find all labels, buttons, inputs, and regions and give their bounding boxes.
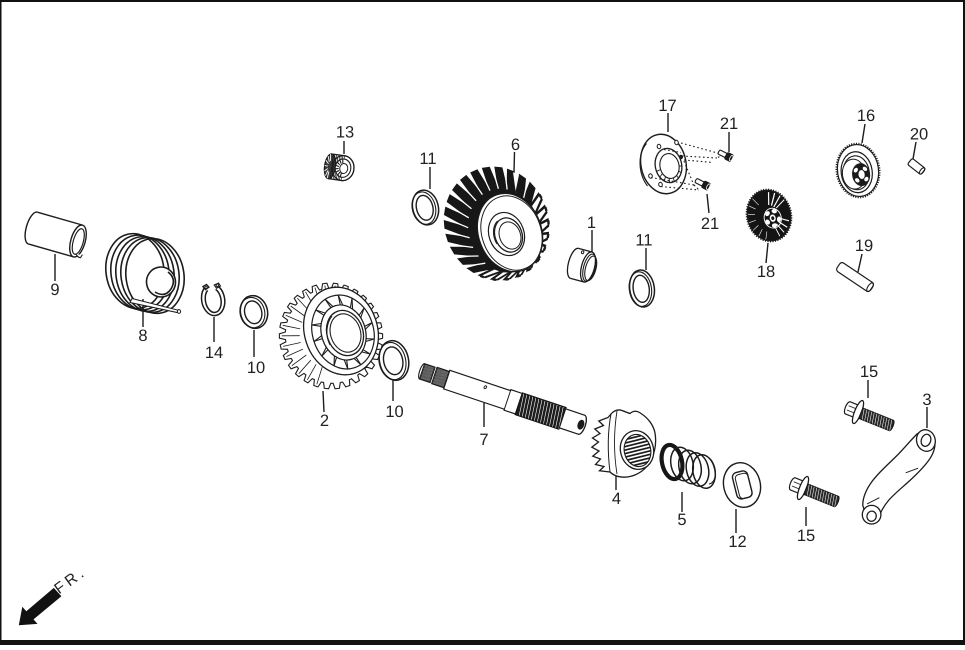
- svg-text:5: 5: [677, 511, 686, 529]
- svg-text:6: 6: [511, 136, 520, 154]
- svg-text:9: 9: [50, 281, 59, 299]
- svg-text:15: 15: [860, 363, 878, 381]
- svg-text:19: 19: [855, 237, 873, 255]
- svg-text:21: 21: [720, 115, 738, 133]
- svg-text:8: 8: [138, 327, 147, 345]
- svg-text:10: 10: [385, 403, 403, 421]
- svg-text:1: 1: [587, 214, 596, 232]
- svg-text:12: 12: [728, 533, 746, 551]
- svg-text:4: 4: [612, 490, 621, 508]
- svg-text:14: 14: [205, 344, 223, 362]
- svg-text:13: 13: [336, 124, 354, 142]
- svg-text:21: 21: [701, 215, 719, 233]
- svg-text:18: 18: [757, 263, 775, 281]
- svg-text:15: 15: [797, 527, 815, 545]
- svg-text:3: 3: [922, 391, 931, 409]
- svg-text:2: 2: [320, 412, 329, 430]
- svg-text:16: 16: [857, 107, 875, 125]
- svg-text:7: 7: [479, 431, 488, 449]
- svg-text:20: 20: [910, 126, 928, 144]
- svg-text:11: 11: [635, 232, 652, 250]
- svg-text:17: 17: [658, 97, 676, 115]
- svg-text:11: 11: [419, 150, 436, 168]
- svg-text:10: 10: [247, 359, 265, 377]
